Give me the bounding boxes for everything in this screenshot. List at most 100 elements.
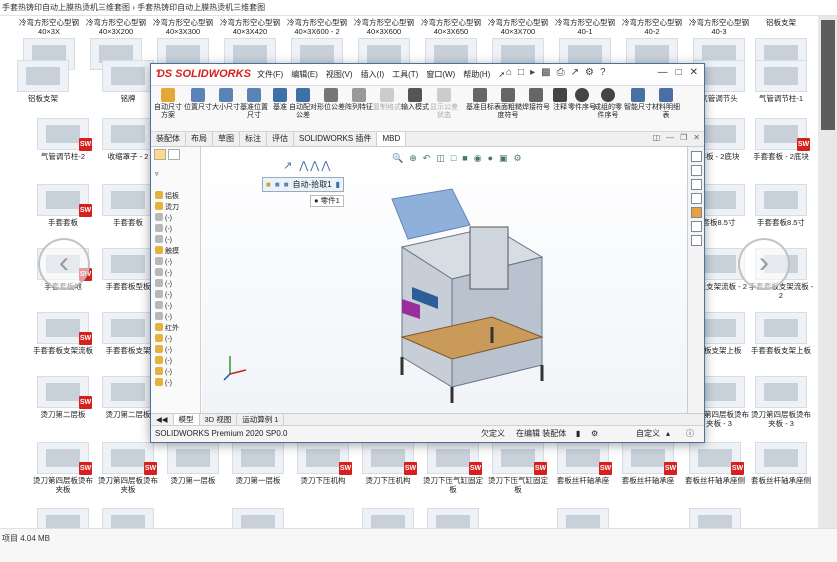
file-tile[interactable] (225, 494, 291, 528)
doc-restore-icon[interactable]: ❐ (680, 133, 688, 142)
tab-addins[interactable]: SOLIDWORKS 插件 (294, 132, 378, 146)
file-tile[interactable] (420, 494, 486, 528)
units-icon[interactable]: ⚙ (591, 429, 599, 438)
scroll-left-icon[interactable]: ◀◀ (151, 414, 174, 425)
tree-item[interactable]: (-) (155, 345, 172, 356)
file-tile[interactable]: 烫刀第四层板烫布夹板 - 3 (748, 362, 814, 428)
weld-symbol-button[interactable]: 焊接符号 (521, 88, 551, 130)
tree-item[interactable]: (-) (155, 257, 172, 268)
menu-edit[interactable]: 编辑(E) (291, 70, 318, 79)
menu-tools[interactable]: 工具(T) (392, 70, 419, 79)
scene-icon[interactable]: ▣ (499, 153, 508, 163)
menu-view[interactable]: 视图(V) (325, 70, 353, 79)
open-icon[interactable]: ▸ (530, 67, 536, 78)
tree-item[interactable]: (-) (155, 334, 172, 345)
design-library-icon[interactable] (691, 165, 702, 176)
help-icon[interactable]: ? (599, 67, 606, 78)
tree-item[interactable]: (-) (155, 213, 172, 224)
new-document-icon[interactable]: □ (518, 67, 525, 78)
close-icon[interactable]: ✕ (689, 67, 698, 78)
tree-item[interactable]: (-) (155, 268, 172, 279)
note-button[interactable]: 注释 (545, 88, 575, 130)
file-tile[interactable]: 烫刀第二层板 (95, 362, 161, 428)
tab-3d-views[interactable]: 3D 视图 (200, 414, 238, 425)
solidworks-forum-icon[interactable] (691, 235, 702, 246)
maximize-icon[interactable]: □ (675, 67, 682, 78)
auto-dimension-scheme-button[interactable]: 自动尺寸方案 (153, 88, 183, 130)
display-style-icon[interactable]: ■ (462, 153, 468, 163)
tree-item[interactable]: (-) (155, 301, 172, 312)
file-tile[interactable] (682, 494, 748, 528)
file-tile[interactable] (95, 494, 161, 528)
selection-filter-icons[interactable]: ↗ ⋀⋀⋀ (283, 160, 333, 172)
file-explorer-icon[interactable] (691, 179, 702, 190)
doc-close-icon[interactable]: ✕ (693, 133, 700, 142)
graphics-area[interactable]: ↗ ⋀⋀⋀ 🔍 ⊕ ↶ ◫ □ ■ ◉ ● ▣ ⚙ ■ ■ ■ 自动-拾取1 ▮… (202, 147, 687, 413)
previous-view-icon[interactable]: ↶ (422, 153, 431, 163)
pin-icon[interactable]: ➚ (498, 70, 506, 79)
import-mode-button[interactable]: 输入模式 (400, 88, 430, 130)
resources-icon[interactable] (691, 151, 702, 162)
smart-dimension-button[interactable]: 智能尺寸 (623, 88, 653, 130)
size-dimension-button[interactable]: 大小尺寸 (211, 88, 241, 130)
view-palette-icon[interactable] (691, 193, 702, 204)
file-tile[interactable]: 气管调节柱-1 (748, 46, 814, 112)
basic-location-dimension-button[interactable]: 基准位置尺寸 (239, 88, 269, 130)
help-status-icon[interactable]: ⓘ (686, 429, 694, 438)
feature-manager-tab-icon[interactable] (154, 149, 166, 160)
auto-pair-tolerance-button[interactable]: 自动配对公差 (288, 88, 318, 130)
print-icon[interactable]: ⎙ (556, 67, 565, 78)
home-icon[interactable]: ⌂ (506, 67, 513, 78)
minimize-icon[interactable]: — (657, 67, 668, 78)
file-tile[interactable]: 手套套板 (95, 170, 161, 236)
datum-target-button[interactable]: 基准目标 (465, 88, 495, 130)
appearances-icon[interactable] (691, 207, 702, 218)
file-tile[interactable] (30, 494, 96, 528)
tree-item[interactable]: (-) (155, 378, 172, 389)
tree-item[interactable]: 红外 (155, 323, 179, 334)
section-view-icon[interactable]: ◫ (436, 153, 445, 163)
menu-help[interactable]: 帮助(H) (463, 70, 491, 79)
surface-finish-button[interactable]: 表面粗糙度符号 (493, 88, 523, 130)
save-icon[interactable]: ▩ (541, 67, 551, 78)
tree-item[interactable]: 烫刀 (155, 202, 179, 213)
show-tolerance-status-button[interactable]: 显示公差状态 (429, 88, 459, 130)
rebuild-icon[interactable]: ⚙ (584, 67, 594, 78)
appearance-icon[interactable]: ● (487, 153, 493, 163)
tree-item[interactable]: (-) (155, 290, 172, 301)
selection-breadcrumb[interactable]: ■ ■ ■ 自动-拾取1 ▮ (262, 177, 345, 192)
geometric-tolerance-button[interactable]: 形位公差 (316, 88, 346, 130)
file-tile[interactable]: 手套套板8.5寸 (748, 170, 814, 236)
custom-properties-icon[interactable] (691, 221, 702, 232)
file-tile[interactable]: 手套套板支架 (95, 298, 161, 364)
tab-model[interactable]: 模型 (173, 414, 200, 425)
pattern-feature-button[interactable]: 阵列特征 (344, 88, 374, 130)
view-orientation-icon[interactable]: □ (450, 153, 457, 163)
dropdown-icon[interactable]: ▴ (666, 429, 671, 438)
tab-sketch[interactable]: 草图 (213, 132, 240, 146)
hide-show-icon[interactable]: ◉ (473, 153, 482, 163)
tab-markup[interactable]: 标注 (240, 132, 267, 146)
file-tile[interactable]: 手套套板支架上板 (748, 298, 814, 364)
tab-mbd[interactable]: MBD (377, 132, 407, 146)
doc-minimize-icon[interactable]: — (666, 133, 675, 142)
next-arrow-icon[interactable]: › (738, 238, 790, 290)
datum-button[interactable]: 基准 (265, 88, 295, 130)
menu-file[interactable]: 文件(F) (257, 70, 284, 79)
stacked-balloon-button[interactable]: 成组的零件序号 (593, 88, 623, 130)
property-manager-tab-icon[interactable] (168, 149, 180, 160)
tree-item[interactable]: 触摸 (155, 246, 179, 257)
tab-assembly[interactable]: 装配体 (151, 132, 186, 146)
bill-of-materials-button[interactable]: 材料明细表 (651, 88, 681, 130)
